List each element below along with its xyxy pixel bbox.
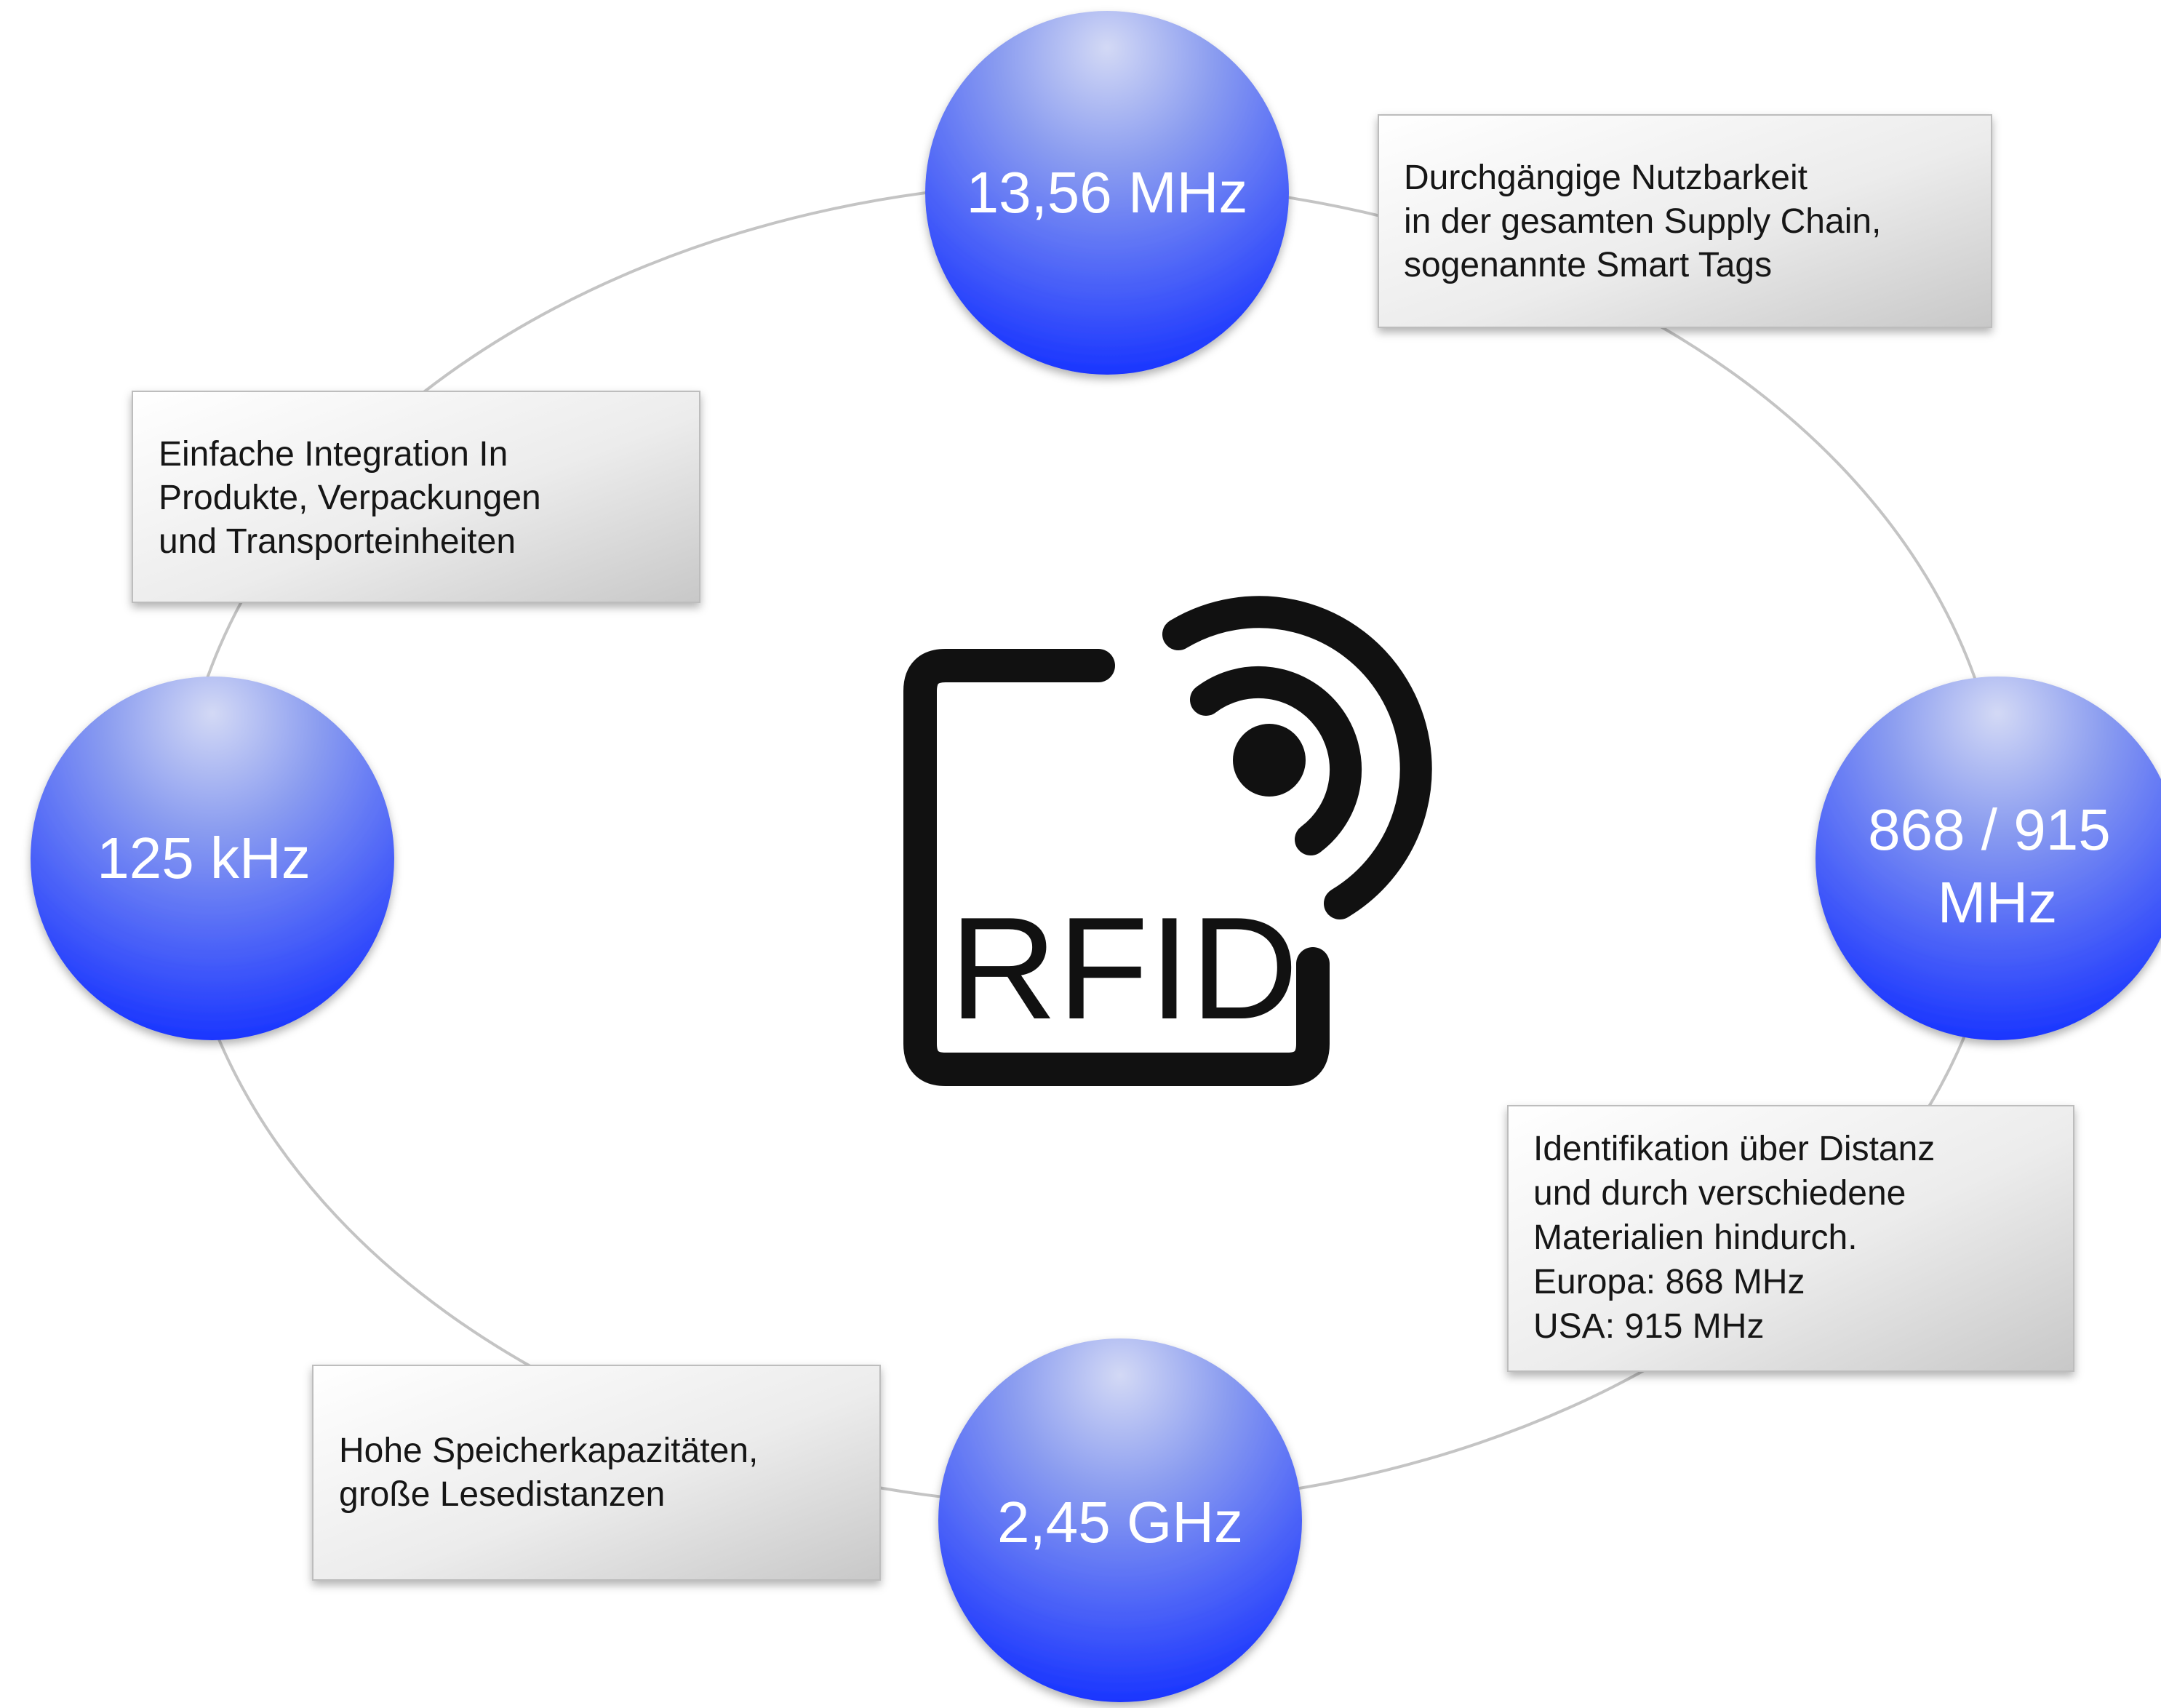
info-box-smart-tags-text: Durchgängige Nutzbarkeit in der gesamten… xyxy=(1404,159,1891,284)
frequency-node-868-915-mhz xyxy=(1816,677,2161,1040)
signal-dot-icon xyxy=(1233,724,1306,797)
frequency-node-125-khz-label: 125 kHz xyxy=(97,826,310,890)
rfid-logo-text: RFID xyxy=(949,887,1298,1050)
frequency-node-13-56-mhz-label: 13,56 MHz xyxy=(967,160,1248,225)
info-box-integration xyxy=(132,391,700,603)
info-box-storage xyxy=(312,1365,881,1581)
frequency-node-125-khz xyxy=(31,677,394,1040)
info-box-smart-tags xyxy=(1378,114,1992,328)
info-box-identification-text: Identifikation über Distanz und durch ve… xyxy=(1533,1130,1945,1346)
info-box-identification xyxy=(1507,1105,2074,1372)
info-box-storage-text: Hohe Speicherkapazitäten, große Lesedist… xyxy=(339,1432,768,1514)
info-box-integration-text: Einfache Integration In Produkte, Verpac… xyxy=(159,435,551,561)
signal-wave-outer-icon xyxy=(1162,596,1432,919)
frequency-node-2-45-ghz xyxy=(938,1338,1302,1702)
rfid-logo: RFID xyxy=(903,596,1432,1086)
signal-wave-inner-icon xyxy=(1190,666,1362,855)
frequency-node-868-915-mhz-label: 868 / 915 MHz xyxy=(1868,797,2127,935)
rfid-tag-icon xyxy=(903,649,1330,1086)
frequency-node-13-56-mhz xyxy=(925,11,1289,375)
frequency-node-2-45-ghz-label: 2,45 GHz xyxy=(997,1490,1243,1555)
